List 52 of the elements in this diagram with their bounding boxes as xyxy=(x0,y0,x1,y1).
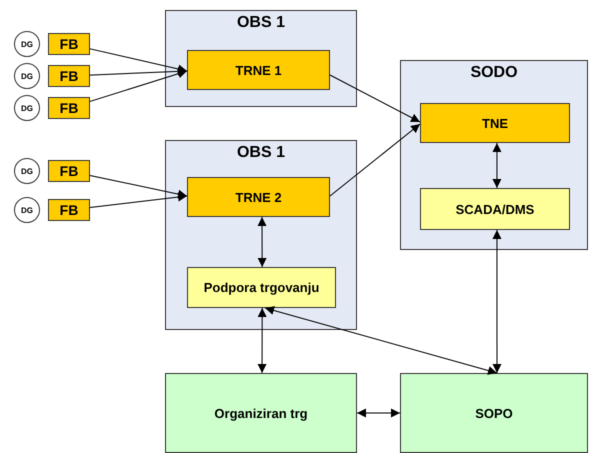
node-label: FB xyxy=(60,100,78,116)
node-label: SCADA/DMS xyxy=(456,202,534,216)
process-box xyxy=(187,267,336,308)
arrow xyxy=(90,48,188,74)
arrow xyxy=(492,142,502,188)
arrow xyxy=(90,69,188,102)
node-label: FB xyxy=(60,163,78,179)
arrow xyxy=(258,216,267,268)
group-heading: OBS 1 xyxy=(236,14,285,32)
group-container xyxy=(400,60,588,250)
process-box xyxy=(48,33,90,55)
circle-node xyxy=(14,63,40,89)
node-label: FB xyxy=(60,202,78,218)
arrow xyxy=(492,230,502,374)
node-label: FB xyxy=(60,36,78,52)
node-label: DG xyxy=(21,72,33,80)
node-label: SOPO xyxy=(475,406,513,420)
node-label: DG xyxy=(21,166,33,176)
arrow xyxy=(90,192,188,208)
process-box xyxy=(165,373,357,453)
node-label: FB xyxy=(60,68,78,84)
arrow xyxy=(258,308,267,374)
node-label: TRNE 2 xyxy=(235,190,282,204)
node-label: TNE xyxy=(482,116,508,130)
node-label: TRNE 1 xyxy=(235,62,282,78)
arrow xyxy=(90,174,188,199)
arrow xyxy=(330,74,420,122)
process-box xyxy=(48,65,90,87)
arrow xyxy=(330,124,420,196)
process-box xyxy=(48,199,90,221)
process-box xyxy=(420,188,570,230)
circle-node xyxy=(14,197,40,223)
circle-node xyxy=(14,31,40,57)
group-heading: SODO xyxy=(470,64,518,82)
arrow xyxy=(264,306,498,375)
node-label: DG xyxy=(21,40,33,48)
process-box xyxy=(420,103,570,143)
process-box xyxy=(187,177,330,217)
circle-node xyxy=(14,158,40,184)
node-label: Organiziran trg xyxy=(214,406,308,420)
group-container xyxy=(165,140,357,330)
group-heading: OBS 1 xyxy=(236,144,285,162)
node-label: Podpora trgovanju xyxy=(204,280,320,295)
process-box xyxy=(400,373,588,453)
process-box xyxy=(48,160,90,182)
process-box xyxy=(187,50,330,90)
circle-node xyxy=(14,95,40,121)
process-box xyxy=(48,97,90,119)
arrow xyxy=(356,408,400,418)
group-container xyxy=(165,10,357,107)
node-label: DG xyxy=(21,206,33,214)
node-label: DG xyxy=(21,104,33,112)
